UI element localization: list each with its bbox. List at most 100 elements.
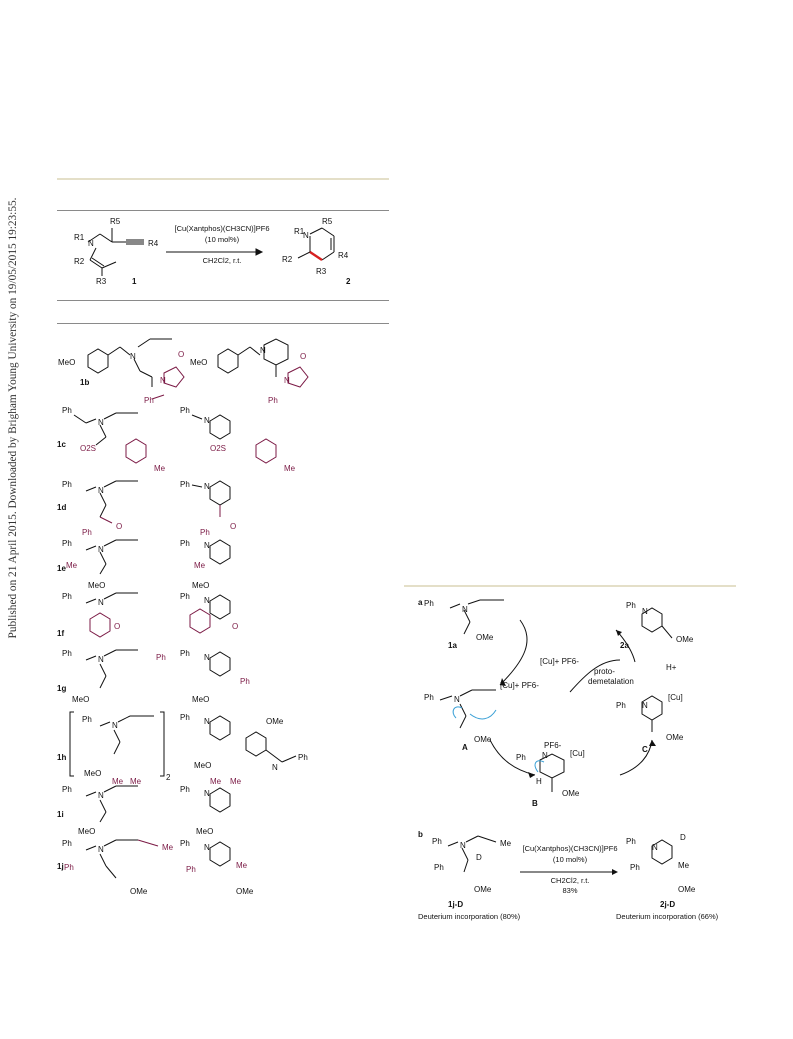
substrate-1d-structure: Ph N Ph O Ph N Ph O — [62, 480, 236, 537]
svg-text:O: O — [232, 622, 238, 631]
svg-text:Me: Me — [284, 464, 296, 473]
svg-text:PF6-: PF6- — [544, 741, 562, 750]
published-notice: Published on 21 April 2015. Downloaded b… — [7, 197, 19, 639]
species-2a: 2a — [620, 641, 629, 650]
svg-text:OMe: OMe — [476, 633, 494, 642]
svg-text:Me: Me — [66, 561, 78, 570]
svg-text:N: N — [98, 791, 104, 800]
svg-text:N: N — [204, 541, 210, 550]
svg-text:Ph: Ph — [434, 863, 444, 872]
svg-text:N: N — [160, 376, 166, 385]
svg-text:Ph: Ph — [180, 785, 190, 794]
svg-text:Me: Me — [162, 843, 174, 852]
row-label-1j: 1j — [57, 862, 64, 871]
svg-text:Ph: Ph — [64, 863, 74, 872]
svg-text:Me: Me — [230, 777, 242, 786]
svg-text:N: N — [98, 545, 104, 554]
row-label-1f: 1f — [57, 629, 65, 638]
table-rule — [57, 323, 389, 324]
r5-label: R5 — [322, 217, 333, 226]
svg-text:N: N — [98, 418, 104, 427]
svg-text:OMe: OMe — [266, 717, 284, 726]
svg-text:MeO: MeO — [84, 769, 101, 778]
svg-text:N: N — [98, 845, 104, 854]
svg-text:[Cu]+ PF6-: [Cu]+ PF6- — [500, 681, 539, 690]
svg-text:Me: Me — [236, 861, 248, 870]
r2-label: R2 — [282, 255, 293, 264]
r1-label: R1 — [294, 227, 305, 236]
svg-text:N: N — [98, 598, 104, 607]
svg-text:Ph: Ph — [180, 539, 190, 548]
r2-label: R2 — [74, 257, 85, 266]
svg-text:N: N — [284, 376, 290, 385]
svg-text:MeO: MeO — [190, 358, 207, 367]
svg-text:Ph: Ph — [268, 396, 278, 405]
svg-text:Ph: Ph — [626, 837, 636, 846]
svg-text:N: N — [98, 655, 104, 664]
mechanism-cycle: PhN 1a OMe PhN OMe 2a H+ [Cu]+ PF6- prot… — [424, 599, 694, 808]
svg-text:MeO: MeO — [192, 695, 209, 704]
svg-text:D: D — [476, 853, 482, 862]
row-label-1h: 1h — [57, 753, 67, 762]
panel-a-label: a — [418, 598, 423, 607]
svg-text:Ph: Ph — [62, 839, 72, 848]
svg-text:MeO: MeO — [194, 761, 211, 770]
substrate-1f-structure: Ph N O Ph N O — [62, 592, 238, 638]
svg-text:N: N — [130, 352, 136, 361]
svg-text:OMe: OMe — [678, 885, 696, 894]
svg-text:Ph: Ph — [180, 480, 190, 489]
svg-text:O: O — [178, 350, 184, 359]
svg-text:MeO: MeO — [88, 581, 105, 590]
svg-text:N: N — [88, 239, 94, 248]
svg-text:Ph: Ph — [82, 528, 92, 537]
svg-text:Ph: Ph — [200, 528, 210, 537]
row-label-1d: 1d — [57, 503, 67, 512]
svg-text:MeO: MeO — [196, 827, 213, 836]
intermediate-b: B — [532, 799, 538, 808]
substrate-1h-structure: Ph N MeO 2 Ph N MeO OMe N Ph — [69, 711, 308, 782]
svg-text:MeO: MeO — [58, 358, 75, 367]
svg-text:N: N — [204, 482, 210, 491]
svg-text:Me: Me — [500, 839, 512, 848]
svg-text:N: N — [462, 605, 468, 614]
svg-text:D: D — [680, 833, 686, 842]
svg-text:OMe: OMe — [474, 735, 492, 744]
svg-text:N: N — [204, 653, 210, 662]
svg-text:Ph: Ph — [180, 592, 190, 601]
r5-label: R5 — [110, 217, 121, 226]
substrate-1c-structure: Ph N O2S Me Ph N O2S Me — [62, 406, 296, 473]
deuterium-reagent: [Cu(Xantphos)(CH3CN)]PF6 — [522, 844, 618, 853]
svg-text:Ph: Ph — [626, 601, 636, 610]
row-label-1g: 1g — [57, 684, 67, 693]
substrate-1j-d-label: 1j-D — [448, 900, 464, 909]
svg-text:MeO: MeO — [78, 827, 95, 836]
svg-text:O: O — [300, 352, 306, 361]
table-top-rule — [57, 178, 389, 180]
svg-text:Me: Me — [112, 777, 124, 786]
deuterium-loading: (10 mol%) — [552, 855, 588, 864]
svg-text:Ph: Ph — [62, 480, 72, 489]
svg-text:OMe: OMe — [562, 789, 580, 798]
svg-text:Ph: Ph — [62, 539, 72, 548]
scheme-reagent: [Cu(Xantphos)(CH3CN)]PF6 — [174, 224, 270, 233]
svg-text:Me: Me — [154, 464, 166, 473]
deuterium-yield: 83% — [562, 886, 578, 895]
substrate-incorporation: Deuterium incorporation (80%) — [418, 912, 521, 921]
svg-text:Ph: Ph — [62, 649, 72, 658]
svg-text:MeO: MeO — [192, 581, 209, 590]
svg-text:demetalation: demetalation — [588, 677, 634, 686]
species-1a: 1a — [448, 641, 457, 650]
substrate-label: 1 — [132, 277, 137, 286]
svg-text:N: N — [642, 701, 648, 710]
svg-text:Ph: Ph — [186, 865, 196, 874]
svg-text:Ph: Ph — [424, 599, 434, 608]
row-label-1e: 1e — [57, 564, 66, 573]
svg-text:Ph: Ph — [62, 406, 72, 415]
figure-top-rule — [404, 585, 736, 587]
r3-label: R3 — [316, 267, 327, 276]
svg-text:Ph: Ph — [62, 592, 72, 601]
substrate-1i-structure: Ph N Me Me MeO Ph N Me Me MeO — [62, 777, 242, 836]
svg-text:OMe: OMe — [676, 635, 694, 644]
